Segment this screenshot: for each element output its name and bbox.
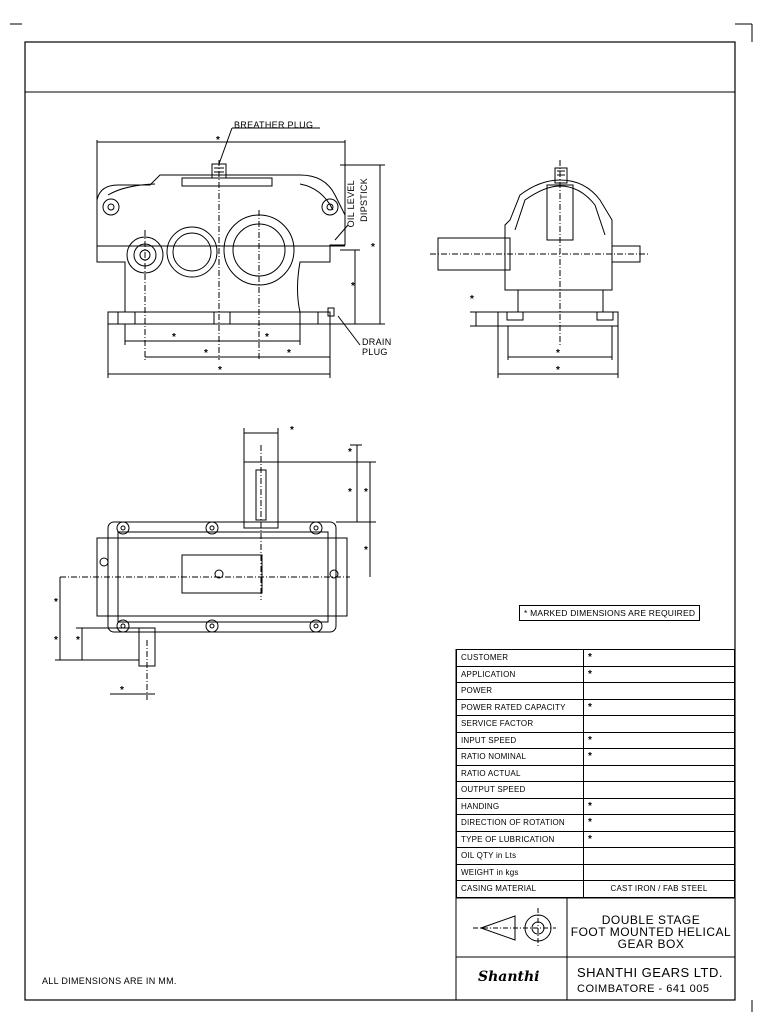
dim-star: * xyxy=(172,332,176,343)
dim-star: * xyxy=(54,635,58,646)
spec-value xyxy=(583,715,735,733)
top-view xyxy=(55,428,376,700)
spec-label: TYPE OF LUBRICATION xyxy=(456,830,584,848)
corner-marks xyxy=(10,23,753,1012)
spec-label: RATIO NOMINAL xyxy=(456,748,584,766)
dim-star: * xyxy=(364,545,368,556)
oil-level-label: OIL LEVEL xyxy=(346,180,356,228)
spec-label: HANDING xyxy=(456,797,584,815)
spec-row: POWER RATED CAPACITY* xyxy=(456,698,735,716)
spec-label: OUTPUT SPEED xyxy=(456,781,584,799)
spec-label: CASING MATERIAL xyxy=(456,880,584,898)
dim-star: * xyxy=(364,487,368,498)
spec-row: TYPE OF LUBRICATION* xyxy=(456,830,735,848)
projection-symbol xyxy=(473,908,556,948)
spec-value: * xyxy=(583,797,735,815)
company-address: COIMBATORE - 641 005 xyxy=(577,983,710,995)
spec-value: * xyxy=(583,698,735,716)
required-dimensions-note: * MARKED DIMENSIONS ARE REQUIRED xyxy=(519,605,701,621)
dim-star: * xyxy=(218,365,222,376)
title-line-1: DOUBLE STAGE xyxy=(601,913,701,927)
spec-label: SERVICE FACTOR xyxy=(456,715,584,733)
spec-value: * xyxy=(583,649,735,667)
dim-star: * xyxy=(348,487,352,498)
spec-row: OUTPUT SPEED xyxy=(456,781,735,799)
spec-row: RATIO ACTUAL xyxy=(456,764,735,782)
title-line-3: GEAR BOX xyxy=(617,937,685,951)
company-logo: Shanthi xyxy=(478,969,540,985)
dim-star: * xyxy=(470,294,474,305)
company-name: SHANTHI GEARS LTD. xyxy=(577,965,724,980)
plug-label: PLUG xyxy=(362,347,388,357)
title-line-2: FOOT MOUNTED HELICAL xyxy=(570,925,732,939)
spec-row: DIRECTION OF ROTATION* xyxy=(456,814,735,832)
spec-row: INPUT SPEED* xyxy=(456,731,735,749)
spec-value xyxy=(583,764,735,782)
spec-label: DIRECTION OF ROTATION xyxy=(456,814,584,832)
side-view xyxy=(430,160,650,378)
drain-label: DRAIN xyxy=(362,337,392,347)
front-view xyxy=(96,127,385,378)
dim-star: * xyxy=(76,635,80,646)
spec-label: RATIO ACTUAL xyxy=(456,764,584,782)
spec-label: POWER xyxy=(456,682,584,700)
units-note: ALL DIMENSIONS ARE IN MM. xyxy=(42,976,177,986)
dim-star: * xyxy=(290,425,294,436)
spec-label: POWER RATED CAPACITY xyxy=(456,698,584,716)
dim-star: * xyxy=(556,365,560,376)
dipstick-label: DIPSTICK xyxy=(359,178,369,222)
spec-row: APPLICATION* xyxy=(456,665,735,683)
spec-label: CUSTOMER xyxy=(456,649,584,667)
spec-row: HANDING* xyxy=(456,797,735,815)
spec-label: INPUT SPEED xyxy=(456,731,584,749)
spec-row: WEIGHT in kgs xyxy=(456,863,735,881)
spec-value: CAST IRON / FAB STEEL xyxy=(583,880,735,898)
dim-star: * xyxy=(556,348,560,359)
spec-label: WEIGHT in kgs xyxy=(456,863,584,881)
spec-row: POWER xyxy=(456,682,735,700)
spec-value: * xyxy=(583,731,735,749)
dim-star: * xyxy=(371,242,375,253)
spec-row: RATIO NOMINAL* xyxy=(456,748,735,766)
dim-star: * xyxy=(351,281,355,292)
spec-label: APPLICATION xyxy=(456,665,584,683)
spec-value: * xyxy=(583,830,735,848)
spec-row: CUSTOMER* xyxy=(456,649,735,667)
spec-label: OIL QTY in Lts xyxy=(456,847,584,865)
dim-star: * xyxy=(120,685,124,696)
dim-star: * xyxy=(216,135,220,146)
dim-star: * xyxy=(54,597,58,608)
spec-value xyxy=(583,847,735,865)
dim-star: * xyxy=(265,332,269,343)
spec-value: * xyxy=(583,748,735,766)
spec-value: * xyxy=(583,814,735,832)
spec-value xyxy=(583,682,735,700)
spec-value: * xyxy=(583,665,735,683)
spec-value xyxy=(583,781,735,799)
spec-row: OIL QTY in Lts xyxy=(456,847,735,865)
dim-star: * xyxy=(348,447,352,458)
dim-star: * xyxy=(287,348,291,359)
spec-row: SERVICE FACTOR xyxy=(456,715,735,733)
spec-value xyxy=(583,863,735,881)
dim-star: * xyxy=(204,348,208,359)
sheet-border xyxy=(24,41,736,1001)
breather-plug-label: BREATHER PLUG xyxy=(234,120,314,130)
